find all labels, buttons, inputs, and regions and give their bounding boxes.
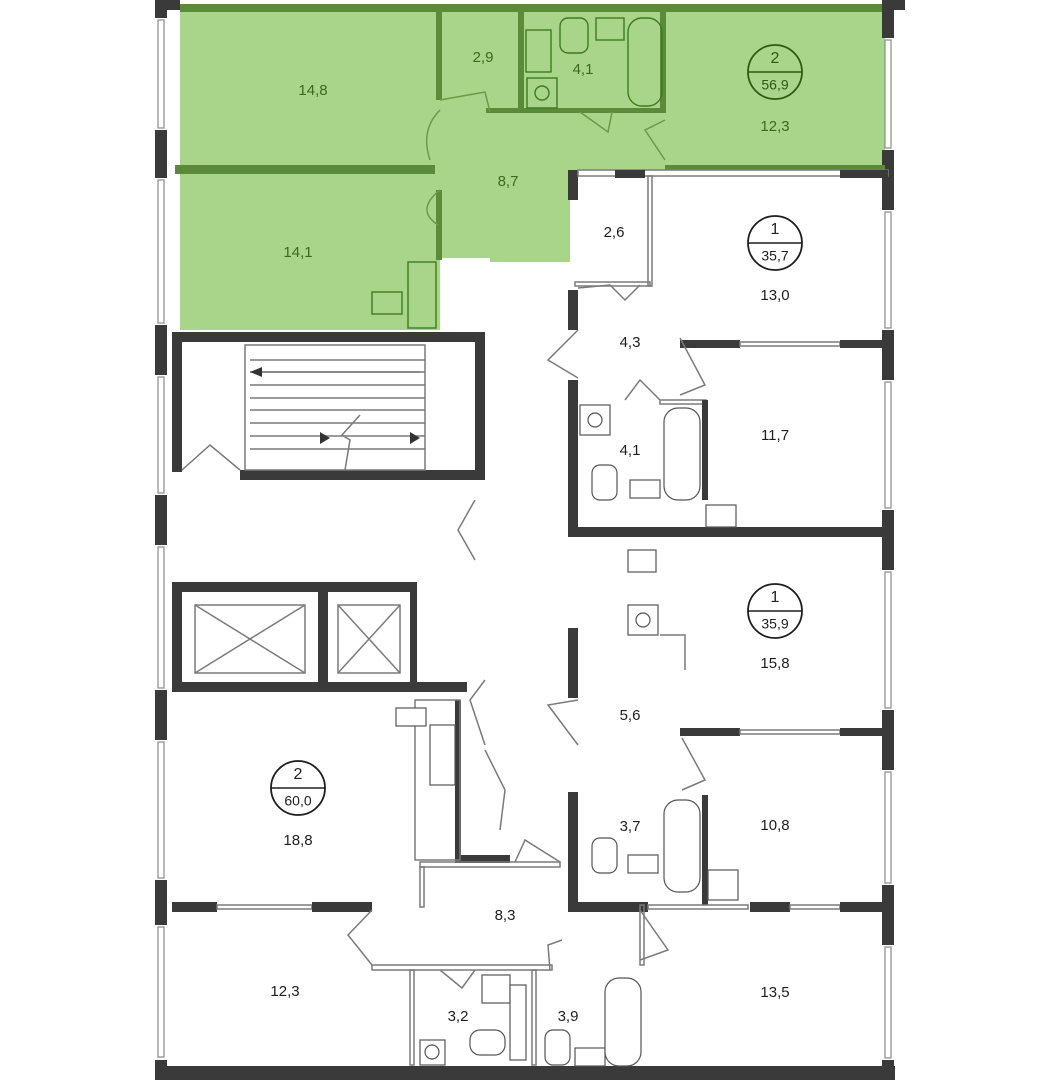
plumbing-fixtures — [395, 404, 739, 1067]
highlighted-apartment-fill — [180, 10, 885, 330]
sink-icon — [481, 974, 511, 1004]
sink-icon — [627, 549, 657, 573]
room-area-l-bath: 3,9 — [558, 1008, 579, 1025]
apartment-total-area: 56,9 — [761, 77, 788, 93]
windows — [157, 19, 892, 1059]
bathtub-icon — [627, 17, 663, 107]
bathtub-icon — [663, 407, 701, 501]
left-apartment-walls — [172, 499, 670, 1066]
apartment-total-area: 35,7 — [761, 248, 788, 264]
room-area-l-hall: 8,3 — [495, 907, 516, 924]
sink-icon — [705, 504, 737, 528]
bathtub-icon — [663, 799, 701, 893]
room-area-l-kitchen: 13,5 — [760, 984, 789, 1001]
room-area-r1-bath: 4,1 — [620, 442, 641, 459]
room-area-r2-kitchen: 10,8 — [760, 817, 789, 834]
shower-icon — [429, 724, 456, 786]
sink-icon — [395, 707, 427, 727]
shower-icon — [509, 984, 527, 1061]
shower-icon — [525, 29, 552, 73]
room-area-r1-hall: 4,3 — [620, 334, 641, 351]
room-area-r1-living: 13,0 — [760, 287, 789, 304]
sink-icon — [574, 1047, 606, 1067]
shower-icon — [407, 261, 437, 329]
apartment-total-area: 60,0 — [284, 793, 311, 809]
apartment-rooms-count: 2 — [771, 50, 780, 67]
apartment-rooms-count: 1 — [771, 589, 780, 606]
room-area-top-kitchen: 12,3 — [760, 118, 789, 135]
room-area-top-living-2: 14,1 — [283, 244, 312, 261]
right-apartments-walls — [546, 169, 889, 912]
room-area-top-hall: 8,7 — [498, 173, 519, 190]
toilet-icon — [559, 17, 589, 54]
apartment-rooms-count: 1 — [771, 221, 780, 238]
apartment-rooms-count: 2 — [294, 766, 303, 783]
room-area-l-bedroom: 12,3 — [270, 983, 299, 1000]
apartment-badge-left[interactable]: 2 60,0 — [270, 760, 326, 816]
highlighted-apartment-walls — [175, 10, 885, 260]
staircase — [172, 332, 485, 480]
apartment-badge-right-1[interactable]: 1 35,7 — [747, 215, 803, 271]
room-area-r1-kitchen: 11,7 — [761, 427, 789, 444]
apartment-highlighted-area[interactable] — [180, 10, 885, 330]
room-area-r1-storage: 2,6 — [604, 224, 625, 241]
room-labels: 14,8 2,9 4,1 12,3 8,7 14,1 2,6 13,0 4,3 … — [270, 49, 789, 1025]
stair-treads — [250, 359, 425, 450]
sink-icon — [629, 479, 661, 499]
room-area-top-living-1: 14,8 — [298, 82, 327, 99]
room-area-r2-living: 15,8 — [760, 655, 789, 672]
room-area-top-wc: 2,9 — [473, 49, 494, 66]
toilet-icon — [544, 1029, 571, 1066]
toilet-icon — [591, 837, 618, 874]
bathtub-icon — [604, 977, 642, 1067]
sink-icon — [595, 17, 625, 41]
room-area-r2-bath: 3,7 — [620, 818, 641, 835]
toilet-icon — [591, 464, 618, 501]
sink-icon — [707, 869, 739, 901]
outer-walls — [155, 0, 905, 1080]
apartment-badge-right-2[interactable]: 1 35,9 — [747, 583, 803, 639]
room-area-l-wc: 3,2 — [448, 1008, 469, 1025]
sink-icon — [627, 854, 659, 874]
apartment-badge-top[interactable]: 2 56,9 — [747, 44, 803, 100]
toilet-icon — [469, 1029, 506, 1056]
sink-icon — [371, 291, 403, 315]
apartment-total-area: 35,9 — [761, 616, 788, 632]
room-area-top-bath: 4,1 — [573, 61, 594, 78]
washer-icon — [526, 77, 558, 109]
highlighted-fixtures — [371, 17, 663, 329]
room-area-l-living: 18,8 — [283, 832, 312, 849]
room-area-r2-hall: 5,6 — [620, 707, 641, 724]
elevators — [172, 582, 467, 692]
